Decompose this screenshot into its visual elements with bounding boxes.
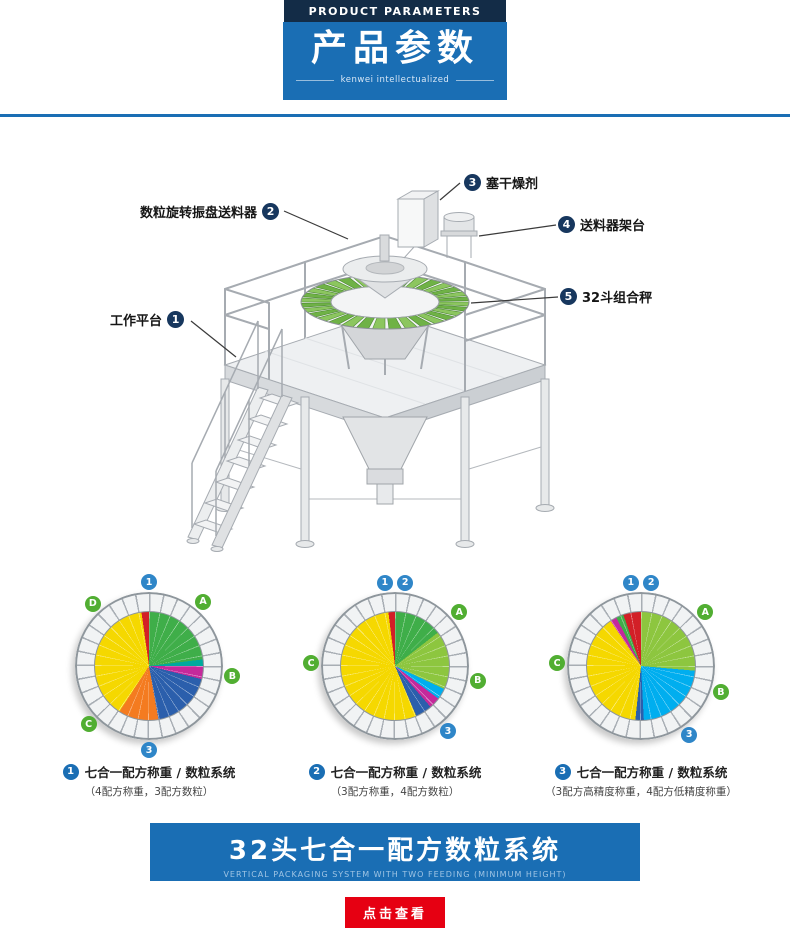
dryer-box [396, 190, 440, 259]
wheel-badge-B: B [224, 668, 241, 685]
machine-label-stand: 4 送料器架台 [558, 215, 645, 234]
machine-label-feeder: 数粒旋转振盘送料器 2 [140, 202, 280, 221]
number-badge-icon: 2 [262, 203, 280, 220]
wheel-badge-1: 1 [376, 574, 393, 591]
wheel-badge-B: B [469, 672, 486, 689]
number-badge-icon: 1 [167, 311, 185, 328]
tagline-divider-right [456, 79, 495, 81]
wheel-badge-D: D [84, 595, 101, 612]
wheel-pie [94, 611, 204, 721]
content: 3 塞干燥剂 数粒旋转振盘送料器 2 4 送料器架台 5 32斗组合秤 工作平台… [0, 114, 790, 799]
footer-subtitle: VERTICAL PACKAGING SYSTEM WITH TWO FEEDI… [223, 870, 567, 879]
wheel-badge-1: 1 [141, 574, 157, 590]
footer: 32头七合一配方数粒系统 VERTICAL PACKAGING SYSTEM W… [0, 823, 790, 928]
wheel-pie [586, 611, 696, 721]
machine-illustration: 3 塞干燥剂 数粒旋转振盘送料器 2 4 送料器架台 5 32斗组合秤 工作平台… [0, 117, 790, 572]
label-text: 数粒旋转振盘送料器 [140, 206, 258, 221]
caption-title: 七合一配方称重 / 数粒系统 [330, 765, 482, 780]
wheel-1 [75, 592, 223, 740]
railing-front [224, 288, 546, 392]
page-title: 产品参数 [310, 28, 479, 69]
wheel-badge-2: 2 [397, 574, 414, 591]
wheel-2 [321, 592, 469, 740]
caption-number-badge-icon: 1 [62, 763, 79, 780]
discharge-hopper [342, 416, 428, 505]
caption-line: 2 七合一配方称重 / 数粒系统 [287, 762, 503, 781]
caption-line: 1 七合一配方称重 / 数粒系统 [41, 762, 257, 781]
caption-line: 3 七合一配方称重 / 数粒系统 [533, 762, 749, 781]
caption-note: （3配方高精度称重，4配方低精度称重） [545, 786, 737, 798]
footer-banner: 32头七合一配方数粒系统 VERTICAL PACKAGING SYSTEM W… [150, 823, 640, 881]
number-badge-icon: 4 [558, 216, 575, 233]
leader-lines [190, 182, 559, 358]
label-text: 送料器架台 [580, 219, 646, 234]
wheel-badge-A: A [195, 593, 211, 610]
tagline: kenwei intellectualized [340, 75, 450, 85]
wheel-3 [567, 592, 715, 740]
machine-label-platform: 工作平台 1 [110, 310, 185, 329]
wheel-badge-C: C [303, 655, 320, 672]
label-text: 32斗组合秤 [582, 291, 653, 306]
caption-note: （4配方称重，3配方数粒） [84, 786, 214, 798]
stairs [186, 320, 300, 552]
wheel-badge-A: A [697, 604, 714, 620]
cta-button[interactable]: 点击查看 [344, 897, 445, 928]
caption-note: （3配方称重，4配方数粒） [330, 786, 460, 798]
header-ribbon: PRODUCT PARAMETERS [284, 0, 506, 22]
wheel-badge-2: 2 [643, 574, 660, 591]
wheel-badge-B: B [712, 684, 729, 700]
caption-number-badge-icon: 2 [308, 763, 325, 780]
number-badge-icon: 3 [464, 174, 481, 191]
tagline-row: kenwei intellectualized [283, 75, 507, 85]
wheel-badge-3: 3 [141, 742, 157, 758]
caption-number-badge-icon: 3 [554, 763, 571, 780]
machine-label-scale: 5 32斗组合秤 [560, 287, 652, 306]
ribbon-text: PRODUCT PARAMETERS [308, 4, 482, 18]
tagline-divider-left [295, 79, 334, 81]
machine-svg [186, 182, 559, 552]
caption-title: 七合一配方称重 / 数粒系统 [576, 765, 728, 780]
diagram-caption-2: 2 七合一配方称重 / 数粒系统 （3配方称重，4配方数粒） [287, 762, 503, 799]
wheel-badge-A: A [451, 604, 468, 620]
wheel-badge-C: C [80, 716, 97, 733]
wheel-badge-3: 3 [439, 723, 456, 740]
wheel-badge-3: 3 [681, 726, 698, 743]
label-text: 塞干燥剂 [486, 177, 539, 192]
footer-title: 32头七合一配方数粒系统 [228, 836, 562, 866]
wheel-badge-1: 1 [622, 574, 639, 591]
header-title-box: 产品参数 kenwei intellectualized [283, 22, 507, 100]
wheel-pie [340, 611, 450, 721]
caption-title: 七合一配方称重 / 数粒系统 [84, 765, 236, 780]
weigher [300, 234, 470, 375]
diagram-caption-3: 3 七合一配方称重 / 数粒系统 （3配方高精度称重，4配方低精度称重） [533, 762, 749, 799]
label-text: 工作平台 [110, 314, 163, 329]
diagram-caption-1: 1 七合一配方称重 / 数粒系统 （4配方称重，3配方数粒） [41, 762, 257, 799]
number-badge-icon: 5 [560, 288, 577, 305]
header: PRODUCT PARAMETERS 产品参数 kenwei intellect… [0, 0, 790, 100]
machine-label-dryer: 3 塞干燥剂 [464, 173, 538, 192]
wheel-badge-C: C [549, 655, 566, 672]
feeder-stand [440, 212, 478, 258]
